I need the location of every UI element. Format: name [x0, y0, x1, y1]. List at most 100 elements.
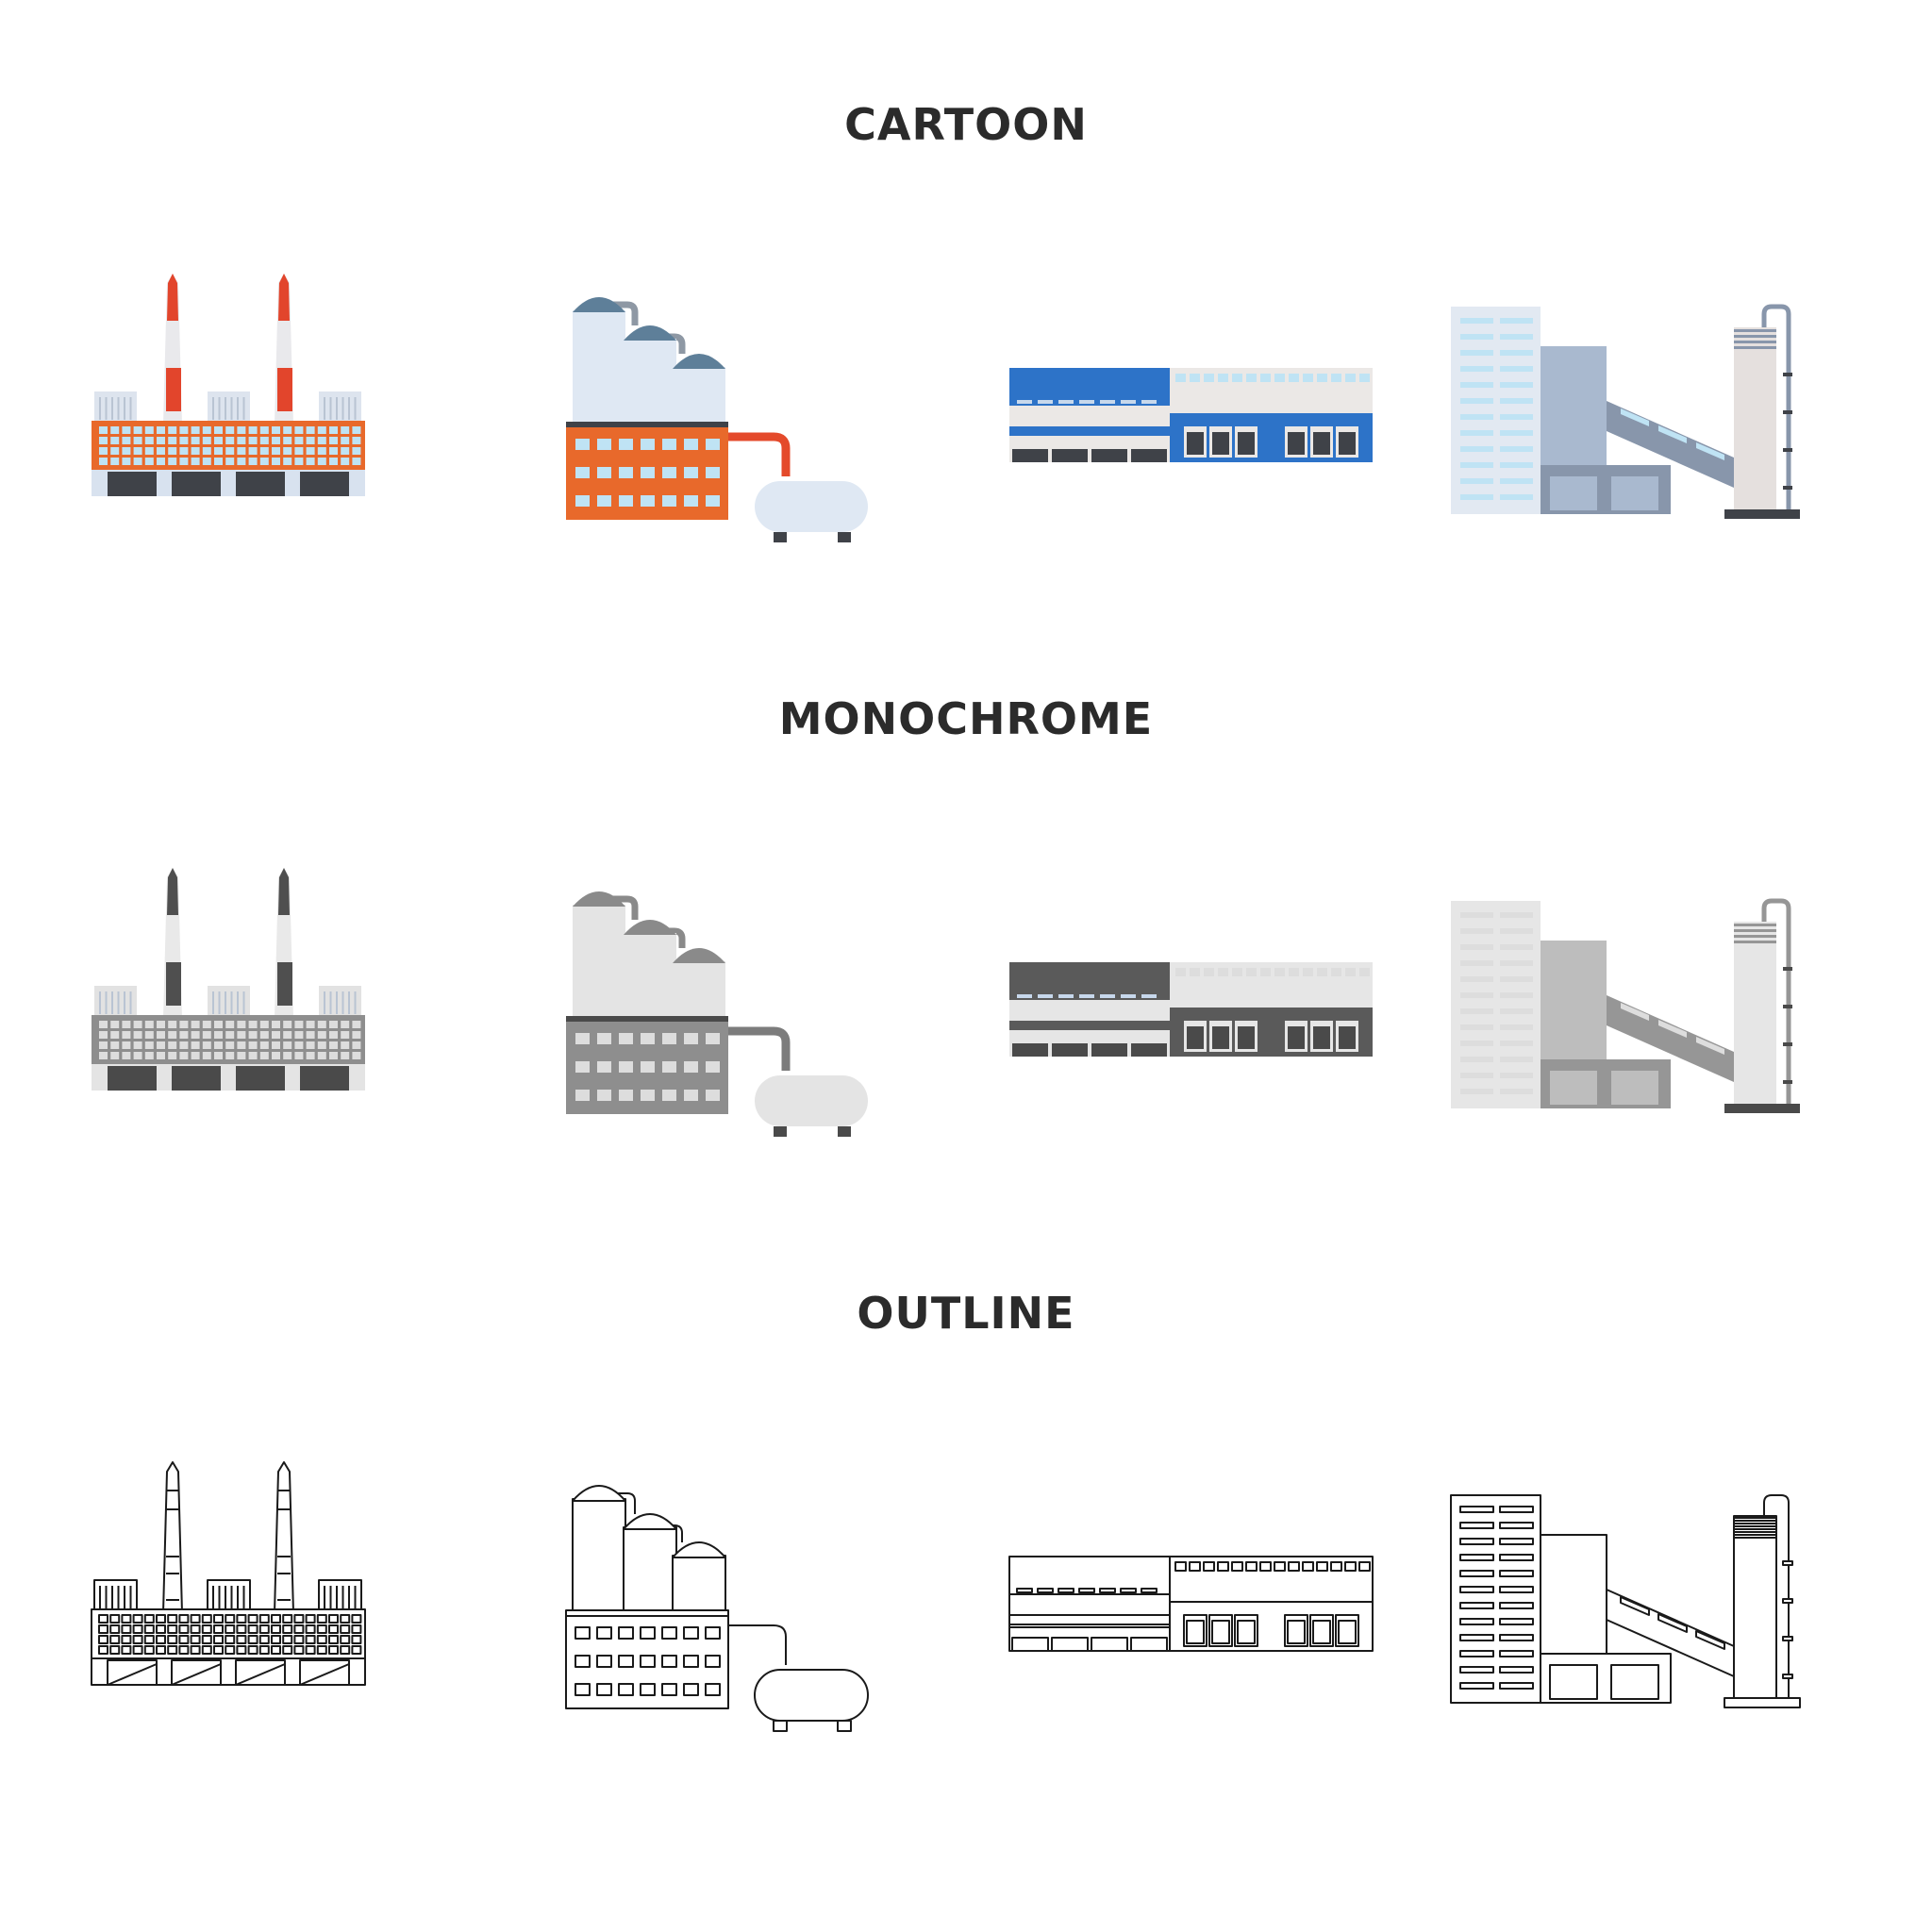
factory-window [133, 1021, 142, 1028]
factory-window [271, 1635, 281, 1644]
dock-door [1212, 432, 1229, 455]
office-window [1459, 1618, 1494, 1625]
factory-window [214, 1031, 223, 1039]
plant-window [684, 1090, 698, 1101]
top-window [1218, 968, 1228, 976]
factory-window [283, 1021, 292, 1028]
factory-window [282, 1645, 293, 1655]
factory-window [351, 1645, 362, 1655]
factory-window [191, 1021, 200, 1028]
warehouse-right-top [1170, 962, 1373, 1014]
column-ring [1734, 929, 1776, 932]
factory-window [122, 1041, 131, 1049]
office-window [1459, 1682, 1494, 1690]
factory-window [109, 1624, 121, 1634]
strip-window [1017, 994, 1032, 998]
horizontal-tank [755, 1075, 868, 1126]
top-window [1274, 968, 1285, 976]
factory-window [156, 1614, 166, 1624]
chimney-band [166, 368, 181, 411]
plant-window [575, 1655, 591, 1668]
office-window [1459, 1538, 1494, 1545]
warehouse-stripe [1009, 426, 1170, 436]
office-window [1499, 1618, 1534, 1625]
conveyor-window [1696, 1037, 1724, 1055]
factory-window [352, 447, 361, 455]
roof-line [566, 1016, 728, 1024]
factory-window [133, 1052, 142, 1059]
plant-window [618, 1626, 634, 1640]
factory-window [352, 437, 361, 444]
factory-window [202, 1052, 211, 1059]
office-window [1499, 1650, 1534, 1657]
office-window [1499, 1538, 1534, 1545]
office-window [1500, 318, 1533, 324]
factory-window [179, 1021, 189, 1028]
top-window [1303, 374, 1313, 382]
plant-window [661, 1655, 677, 1668]
factory-window [202, 1041, 211, 1049]
loading-bay [236, 1066, 285, 1091]
silo-cap [624, 325, 676, 341]
factory-window [352, 426, 361, 434]
factory-window [351, 1624, 362, 1634]
top-window [1288, 1561, 1300, 1572]
factory-window [248, 1041, 258, 1049]
factory-window [167, 1624, 178, 1634]
pipe-clamp [1782, 1560, 1793, 1566]
office-window [1460, 494, 1493, 500]
chimney [274, 1461, 294, 1614]
office-window [1460, 992, 1493, 998]
factory-window [259, 1031, 269, 1039]
conveyor-window [1658, 425, 1687, 443]
dock-door [1339, 1026, 1356, 1049]
factory-window [225, 1614, 236, 1624]
plant-window [596, 1683, 612, 1696]
plant-window [684, 439, 698, 450]
conveyor-window [1658, 1020, 1687, 1038]
bay-diagonal [235, 1663, 286, 1686]
refinery-icon [1451, 304, 1800, 519]
office-window [1460, 478, 1493, 484]
office-window [1460, 1089, 1493, 1094]
pipe-clamp [1782, 1674, 1793, 1679]
office-window [1500, 1089, 1533, 1094]
top-window [1231, 1561, 1243, 1572]
factory-window [329, 437, 338, 444]
plant-window [640, 1626, 656, 1640]
column-pipe [1763, 1494, 1790, 1698]
factory-window [248, 1052, 258, 1059]
chimney-band [167, 868, 178, 915]
office-window [1500, 398, 1533, 404]
plant-window [618, 1683, 634, 1696]
factory-window [283, 1031, 292, 1039]
factory-window [133, 1031, 142, 1039]
office-window [1499, 1634, 1534, 1641]
base-panel [1550, 476, 1597, 510]
plant-window [683, 1683, 699, 1696]
factory-window [110, 1052, 120, 1059]
bay-diagonal [299, 1663, 350, 1686]
column-ring [1734, 341, 1776, 343]
factory-window [157, 1031, 165, 1039]
office-window [1460, 446, 1493, 452]
column-ring [1734, 346, 1776, 349]
garage-door [1012, 449, 1048, 462]
factory-window [133, 447, 142, 455]
chimney [162, 1461, 183, 1614]
office-window [1500, 382, 1533, 388]
top-window [1204, 374, 1214, 382]
factory-window [283, 458, 292, 465]
factory-window [305, 1635, 316, 1644]
top-window [1204, 968, 1214, 976]
factory-window [248, 426, 258, 434]
factory-window [306, 458, 315, 465]
factory-window [122, 426, 131, 434]
plant-window [641, 1061, 655, 1073]
factory-window [225, 1624, 236, 1634]
top-window [1302, 1561, 1314, 1572]
warehouse-right-top [1170, 368, 1373, 420]
plant-window [662, 467, 676, 478]
base-panel [1611, 1071, 1658, 1105]
dock-door [1238, 432, 1255, 455]
